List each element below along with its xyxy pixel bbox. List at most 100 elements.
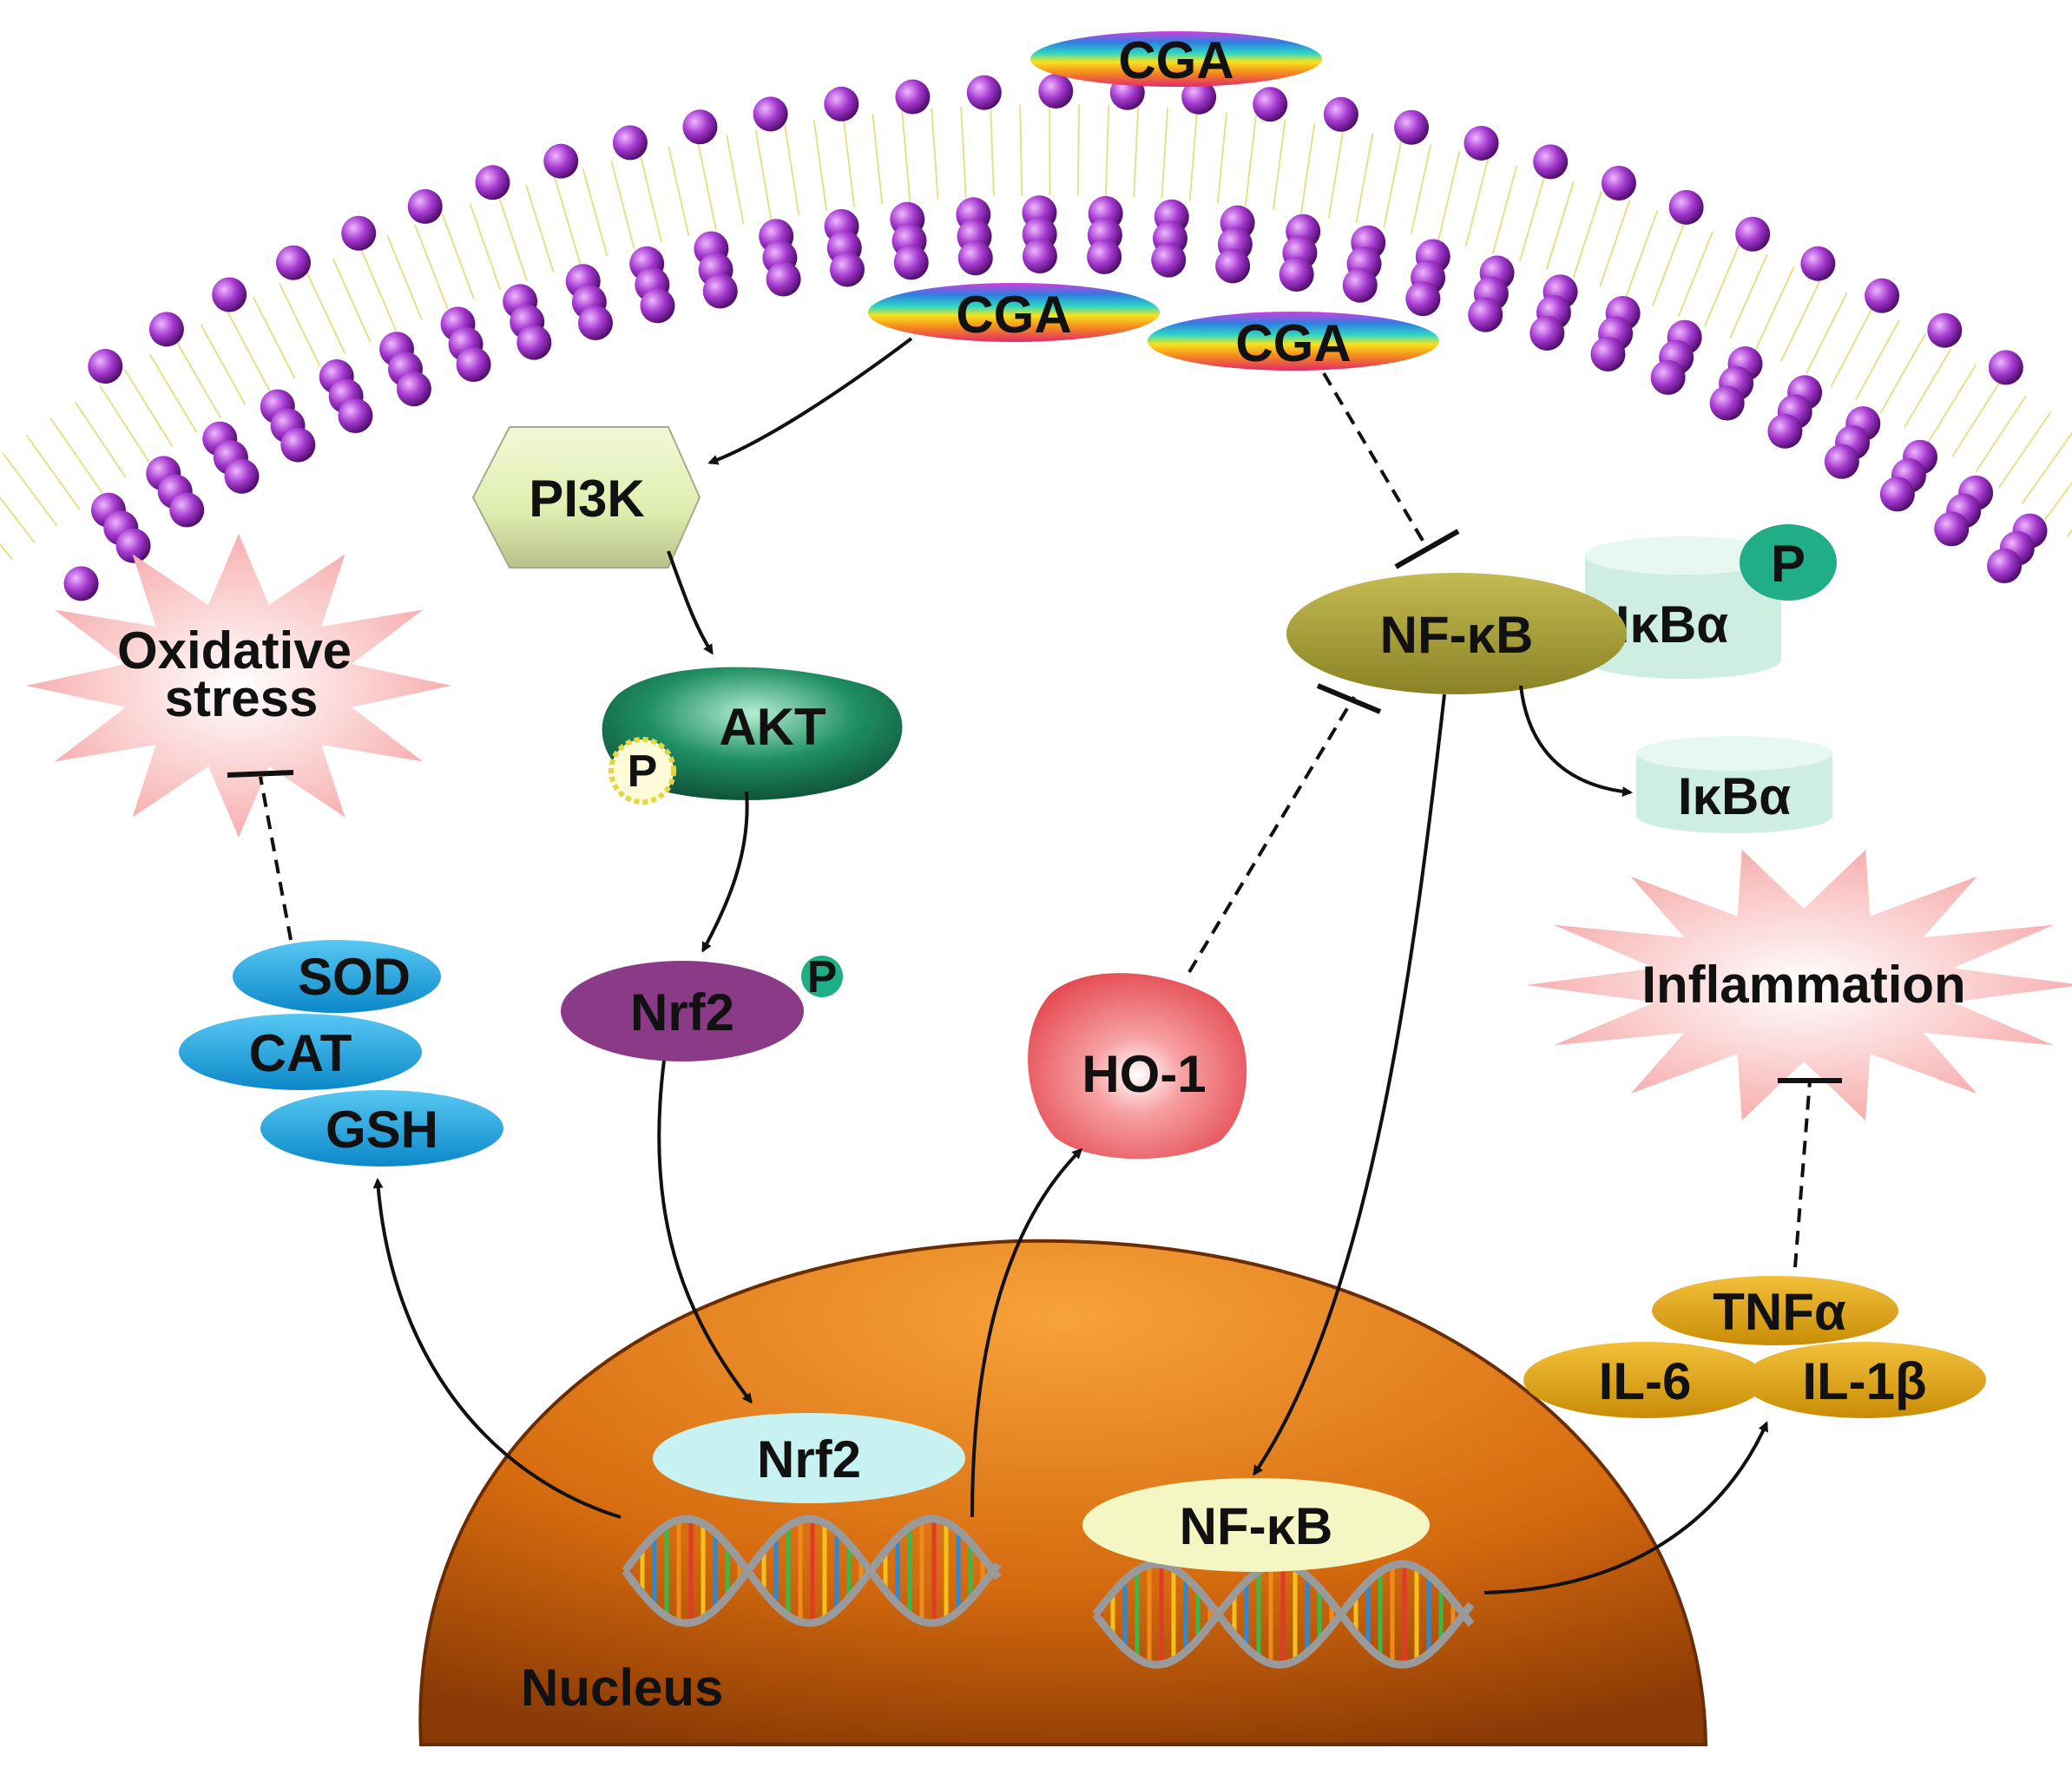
nfkb-nuclear-node: NF-κB <box>1082 1478 1430 1572</box>
lipid-head <box>1669 190 1704 225</box>
cat-node: CAT <box>179 1014 422 1090</box>
cytokines: TNFα IL-6 IL-1β <box>1523 1276 1986 1418</box>
arrow-akt-to-nrf2 <box>703 792 747 950</box>
inhibit-cytokines-to-inflammation <box>1795 1081 1810 1267</box>
lipid-head <box>703 273 738 308</box>
svg-text:IκBα: IκBα <box>1615 595 1728 654</box>
lipid-head <box>457 347 491 382</box>
lipid-head <box>1989 350 2023 384</box>
lipid-head <box>1865 279 1899 313</box>
arrow-cga-to-pi3k <box>710 338 911 463</box>
lipid-head <box>338 398 372 433</box>
lipid-head <box>824 87 858 122</box>
cga-molecule-membrane-right: CGA <box>1148 312 1439 372</box>
svg-text:GSH: GSH <box>326 1101 438 1159</box>
phospho-badge-ikba: P <box>1740 524 1837 601</box>
svg-text:IL-6: IL-6 <box>1599 1352 1692 1410</box>
il6-node: IL-6 <box>1523 1342 1766 1418</box>
lipid-head <box>341 216 376 251</box>
svg-text:TNFα: TNFα <box>1713 1283 1846 1341</box>
svg-text:CGA: CGA <box>1235 314 1351 372</box>
lipid-head <box>1529 316 1564 351</box>
svg-text:CAT: CAT <box>249 1024 352 1082</box>
lipid-head <box>1767 414 1802 449</box>
lipid-head <box>1324 97 1358 132</box>
lipid-head <box>1405 281 1440 316</box>
lipid-head <box>1038 74 1073 108</box>
cga-molecule-top: CGA <box>1030 31 1322 89</box>
svg-text:stress: stress <box>165 669 319 727</box>
lipid-head <box>1735 217 1770 252</box>
nucleus: Nucleus <box>420 1241 1706 1745</box>
lipid-head <box>276 246 311 280</box>
lipid-head <box>613 125 648 160</box>
svg-text:HO-1: HO-1 <box>1082 1045 1206 1103</box>
ho1-node: HO-1 <box>1028 973 1246 1159</box>
cga-molecule-membrane-left: CGA <box>868 283 1160 344</box>
lipid-head <box>408 189 443 224</box>
svg-text:SOD: SOD <box>298 948 411 1006</box>
svg-text:CGA: CGA <box>1118 31 1233 89</box>
lipid-head <box>1253 87 1287 122</box>
svg-text:AKT: AKT <box>719 698 826 756</box>
gsh-node: GSH <box>260 1090 503 1167</box>
lipid-head <box>1533 144 1568 179</box>
inhibit-sod-to-stress <box>260 777 291 940</box>
lipid-head <box>1590 337 1625 371</box>
lipid-head <box>1215 248 1250 283</box>
akt-node: AKT P <box>602 667 903 802</box>
lipid-head <box>1602 166 1636 200</box>
lipid-head <box>475 165 510 200</box>
lipid-head <box>543 144 578 179</box>
lipid-head <box>1825 444 1859 479</box>
lipid-head <box>1710 385 1745 420</box>
lipid-head <box>116 529 151 563</box>
lipid-head <box>830 252 865 286</box>
svg-text:Nrf2: Nrf2 <box>757 1430 861 1489</box>
svg-text:P: P <box>1771 535 1806 593</box>
svg-text:PI3K: PI3K <box>529 470 644 528</box>
lipid-head <box>1343 268 1378 303</box>
lipid-head <box>212 277 247 312</box>
svg-text:IL-1β: IL-1β <box>1802 1352 1926 1410</box>
lipid-head <box>753 96 788 131</box>
lipid-head <box>1651 360 1686 395</box>
lipid-head <box>1394 110 1429 145</box>
lipid-head <box>1800 246 1835 281</box>
ikba-bound-node: IκBα P <box>1585 524 1837 679</box>
lipid-head <box>225 459 260 494</box>
lipid-head <box>1279 257 1314 292</box>
svg-text:NF-κB: NF-κB <box>1380 606 1534 664</box>
lipid-head <box>895 80 930 115</box>
lipid-head <box>1927 313 1962 348</box>
lipid-head <box>682 109 717 144</box>
sod-node: SOD <box>233 940 441 1013</box>
lipid-head <box>280 428 315 463</box>
il1b-node: IL-1β <box>1743 1342 1986 1418</box>
antioxidant-enzymes: SOD CAT GSH <box>179 940 503 1167</box>
lipid-head <box>1087 240 1122 274</box>
lipid-head <box>516 325 551 360</box>
tnfa-node: TNFα <box>1652 1276 1898 1345</box>
svg-text:Inflammation: Inflammation <box>1641 956 1965 1014</box>
pi3k-node: PI3K <box>473 427 700 568</box>
lipid-head <box>64 566 99 601</box>
nrf2-nuclear-node: Nrf2 <box>653 1413 965 1503</box>
svg-text:P: P <box>628 746 658 797</box>
lipid-head <box>1880 476 1915 511</box>
lipid-head <box>640 288 674 323</box>
ikba-free-node: IκBα <box>1636 736 1832 833</box>
lipid-head <box>766 261 801 296</box>
lipid-head <box>578 306 613 340</box>
lipid-head <box>169 492 204 527</box>
lipid-head <box>1464 126 1499 161</box>
lipid-head <box>958 240 993 275</box>
nrf2-cytoplasm-node: Nrf2 P <box>561 952 843 1061</box>
lipid-head <box>1934 511 1969 546</box>
svg-text:CGA: CGA <box>956 286 1071 344</box>
lipid-head <box>967 76 1002 110</box>
lipid-head <box>894 245 929 279</box>
svg-text:P: P <box>807 952 838 1002</box>
